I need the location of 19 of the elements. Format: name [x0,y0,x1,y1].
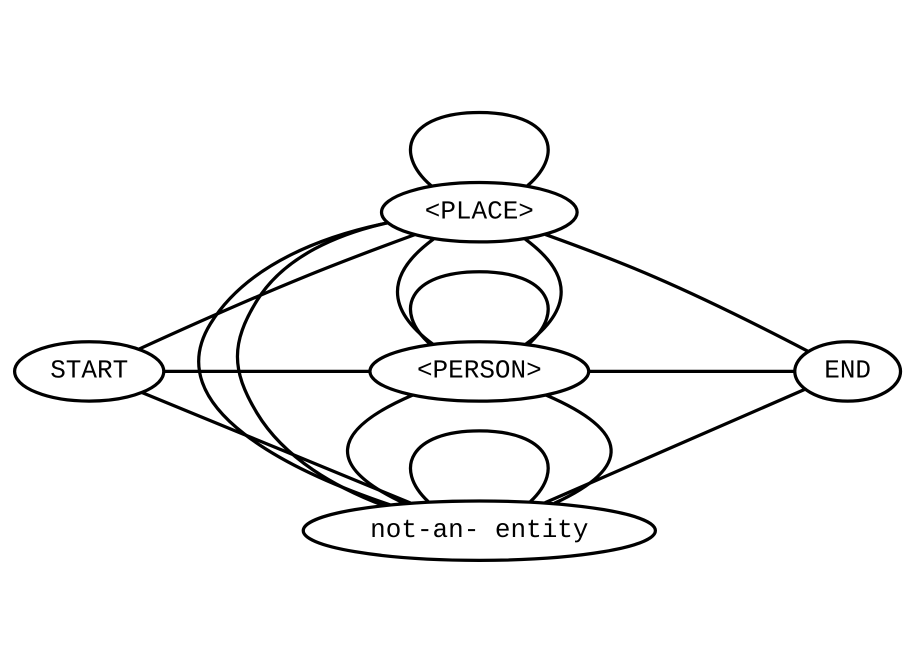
node-ellipse: <PLACE> [380,180,579,244]
connector [524,237,563,345]
node-ellipse: END [793,340,902,402]
connector [544,387,806,504]
connector [396,237,435,345]
node-ellipse: START [12,340,166,402]
connector [408,270,550,346]
connector [197,220,391,506]
node-ellipse: <PERSON> [368,340,590,402]
connector [408,110,550,186]
connector [164,369,370,373]
connector [545,393,613,504]
connector [138,232,416,350]
connector [346,393,414,504]
connector [544,232,809,352]
node-ellipse: not-an- entity [302,498,658,562]
connector [142,390,412,504]
connector [409,428,550,502]
connector [588,369,794,373]
